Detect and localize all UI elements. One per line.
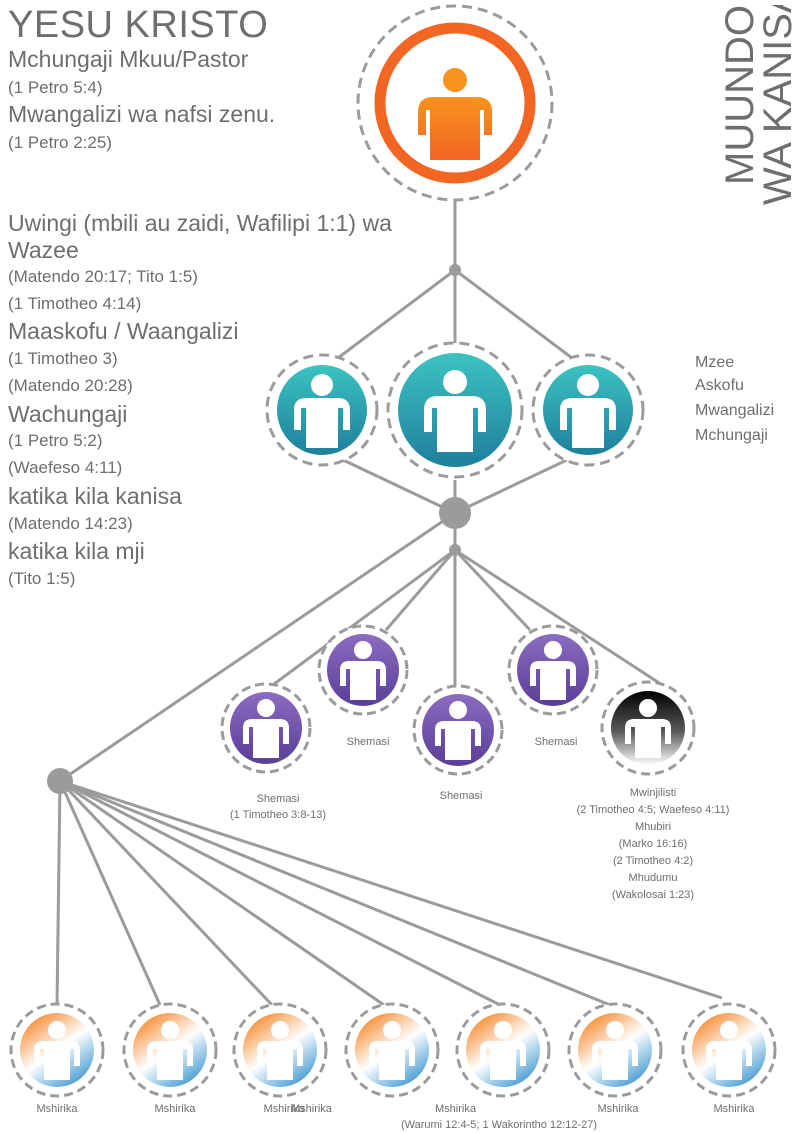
preacher-ref-2: (2 Timotheo 4:2) xyxy=(612,855,694,867)
pastors-heading: Wachungaji xyxy=(8,401,128,427)
minister-ref: (Wakolosai 1:23) xyxy=(611,889,695,901)
junction-dot xyxy=(47,768,73,794)
deacon-1-ref: (1 Timotheo 3:8-13) xyxy=(230,809,326,821)
member-node-7 xyxy=(681,1002,777,1098)
deacon-1-title: Shemasi xyxy=(256,793,300,805)
member-node-3 xyxy=(232,1002,328,1098)
page-title: YESU KRISTO xyxy=(8,4,269,46)
connector-lines xyxy=(55,200,723,1007)
city-heading: katika kila mji xyxy=(8,538,145,564)
deacon-label-3: Shemasi xyxy=(439,790,483,802)
elder-title-mchungaji: Mchungaji xyxy=(695,427,768,444)
evangelist-ref-1: (2 Timotheo 4:5; Waefeso 4:11) xyxy=(576,804,730,816)
junction-dot xyxy=(439,497,471,529)
bishops-heading: Maaskofu / Waangalizi xyxy=(8,318,239,344)
member-ref: (Warumi 12:4-5; 1 Wakorintho 12:12-27) xyxy=(400,1119,598,1131)
minister-title: Mhudumu xyxy=(628,872,678,884)
elder-title-askofu: Askofu xyxy=(695,377,744,394)
member-node-6 xyxy=(567,1002,663,1098)
junction-dot xyxy=(449,544,461,556)
member-label-4: Mshirika Mshirika (Warumi 12:4-5; 1 Wako… xyxy=(291,1101,598,1133)
member-label-1: Mshirika xyxy=(36,1103,78,1115)
jesus-role-1: Mchungaji Mkuu/Pastor xyxy=(8,46,249,72)
elder-node-2 xyxy=(386,341,524,479)
vertical-title-line2: WA KANISA xyxy=(756,5,793,205)
member-label-6: Mshirika xyxy=(597,1103,639,1115)
junction-dot xyxy=(449,264,461,276)
member-label-7: Mshirika xyxy=(713,1103,755,1115)
evangelist-label: Mwinjilisti (2 Timotheo 4:5; Waefeso 4:1… xyxy=(577,785,730,904)
elders-ref-1: (Matendo 20:17; Tito 1:5) xyxy=(8,267,198,286)
member-label-2: Mshirika xyxy=(154,1103,196,1115)
elder-title-mwangalizi: Mwangalizi xyxy=(695,402,775,419)
pastors-ref-1: (1 Petro 5:2) xyxy=(8,431,103,450)
vertical-title: MUUNDO WA KANISA xyxy=(718,5,793,205)
elders-line-2: Wazee xyxy=(8,237,79,263)
jesus-ref-1: (1 Petro 5:4) xyxy=(8,78,103,97)
vertical-title-line1: MUUNDO xyxy=(718,5,762,185)
jesus-role-2: Mwangalizi wa nafsi zenu. xyxy=(8,101,276,127)
elders-line-1: Uwingi (mbili au zaidi, Wafilipi 1:1) wa xyxy=(8,210,392,236)
deacon-node-4 xyxy=(507,624,599,716)
jesus-ref-2: (1 Petro 2:25) xyxy=(8,133,112,152)
person-icon xyxy=(418,68,492,160)
city-ref: (Tito 1:5) xyxy=(8,569,76,588)
elder-node-1 xyxy=(265,353,379,467)
deacon-label-2: Shemasi xyxy=(346,736,390,748)
deacon-node-3 xyxy=(412,684,504,776)
deacon-label-1: Shemasi (1 Timotheo 3:8-13) xyxy=(230,791,326,823)
pastors-ref-2: (Waefeso 4:11) xyxy=(8,458,123,477)
elders-ref-2: (1 Timotheo 4:14) xyxy=(8,294,142,313)
bishops-ref-1: (1 Timotheo 3) xyxy=(8,349,118,368)
member-node-4 xyxy=(344,1002,440,1098)
deacon-node-1 xyxy=(220,682,312,774)
elder-node-3 xyxy=(531,353,645,467)
preacher-title: Mhubiri xyxy=(634,821,672,833)
church-heading: katika kila kanisa xyxy=(8,483,182,509)
preacher-ref-1: (Marko 16:16) xyxy=(618,838,688,850)
member-4-title: Mshirika xyxy=(290,1103,332,1115)
member-5-title: Mshirika xyxy=(434,1103,476,1115)
member-node-1 xyxy=(9,1002,105,1098)
member-node-5 xyxy=(455,1002,551,1098)
jesus-node xyxy=(356,4,554,202)
elder-title-mzee: Mzee xyxy=(695,354,735,371)
bishops-ref-2: (Matendo 20:28) xyxy=(8,376,133,395)
evangelist-title: Mwinjilisti xyxy=(629,787,677,799)
member-node-2 xyxy=(122,1002,218,1098)
deacon-node-2 xyxy=(317,624,409,716)
evangelist-node xyxy=(600,680,696,776)
member-label-3: Mshirika xyxy=(263,1103,305,1115)
church-ref: (Matendo 14:23) xyxy=(8,514,133,533)
deacon-label-4: Shemasi xyxy=(534,736,578,748)
